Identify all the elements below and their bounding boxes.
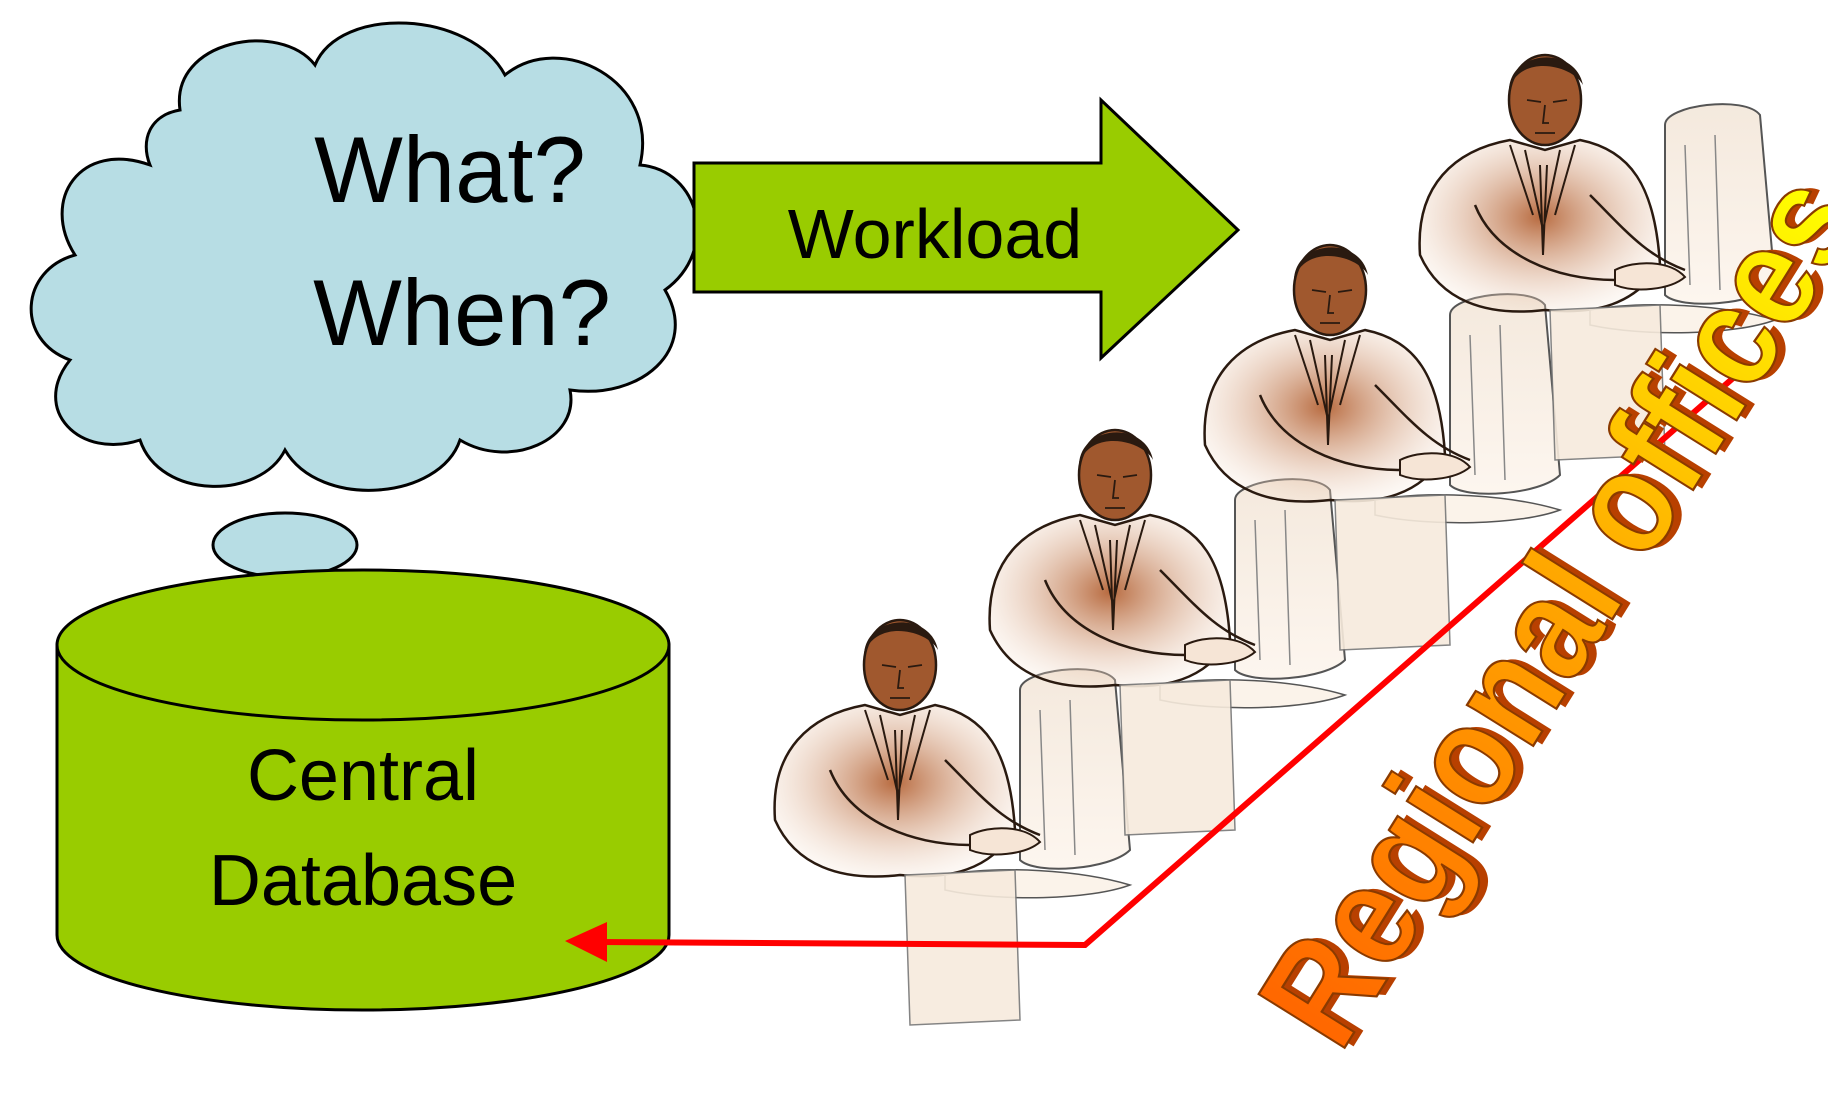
worker-lapel xyxy=(1509,144,1576,216)
worker-arm xyxy=(1473,194,1686,282)
cloud-text-when: When? xyxy=(313,260,611,365)
flow-line xyxy=(565,369,1742,962)
thought-cloud: What? When? xyxy=(29,21,699,692)
desk-panel xyxy=(904,869,1021,1026)
cloud-shape xyxy=(29,21,699,492)
database-label-central: Central xyxy=(247,736,479,816)
database-top xyxy=(55,568,671,722)
office-worker-figure xyxy=(988,428,1348,836)
worker-tie xyxy=(879,714,916,821)
thought-bubble-large xyxy=(211,511,359,579)
worker-head xyxy=(1292,243,1368,337)
worker-head xyxy=(1507,53,1583,147)
worker-arm xyxy=(1043,569,1256,657)
desk-panel xyxy=(1549,304,1666,461)
worker-hair xyxy=(1509,57,1583,90)
worker-hair xyxy=(1294,247,1368,280)
worker-hands xyxy=(1614,262,1687,291)
office-worker-figure xyxy=(1418,53,1778,461)
workload-arrow-shape xyxy=(692,96,1241,362)
worker-face xyxy=(881,664,923,699)
worker-face xyxy=(1096,474,1138,509)
database-label-database: Database xyxy=(209,841,517,921)
office-worker-figure xyxy=(773,618,1133,1026)
office-worker-figure xyxy=(1203,243,1563,651)
worker-hair xyxy=(1079,432,1153,465)
desk-panel xyxy=(1119,679,1236,836)
workload-arrow: Workload xyxy=(692,96,1241,362)
desk-panel xyxy=(1334,494,1451,651)
computer-monitor-icon xyxy=(1664,103,1777,305)
worker-suit xyxy=(1203,328,1447,503)
workload-arrow-label: Workload xyxy=(788,195,1082,273)
regional-office-workers xyxy=(773,53,1778,1026)
worker-arm xyxy=(828,759,1041,847)
database-body xyxy=(55,643,671,1012)
monitor-detail xyxy=(1684,134,1721,291)
flow-line-arrowhead xyxy=(565,922,607,962)
worker-suit xyxy=(773,703,1017,878)
worker-lapel xyxy=(1294,334,1361,406)
worker-arm xyxy=(1258,384,1471,472)
central-database: Central Database xyxy=(55,568,671,1012)
cloud-text-what: What? xyxy=(314,117,586,222)
worker-suit xyxy=(988,513,1232,688)
worker-head xyxy=(1077,428,1153,522)
worker-tie xyxy=(1524,149,1561,256)
worker-tie xyxy=(1094,524,1131,631)
worker-suit xyxy=(1418,138,1662,313)
worker-tie xyxy=(1309,339,1346,446)
worker-face xyxy=(1526,99,1568,134)
flow-line-path xyxy=(599,369,1742,949)
monitor-detail xyxy=(1039,699,1076,856)
worker-hair xyxy=(864,622,938,655)
worker-head xyxy=(862,618,938,712)
worker-face xyxy=(1311,289,1353,324)
worker-hands xyxy=(969,827,1042,856)
monitor-detail xyxy=(1254,509,1291,666)
worker-lapel xyxy=(1079,519,1146,591)
worker-hands xyxy=(1399,452,1472,481)
worker-hands xyxy=(1184,637,1257,666)
worker-lapel xyxy=(864,709,931,781)
monitor-detail xyxy=(1469,324,1506,481)
